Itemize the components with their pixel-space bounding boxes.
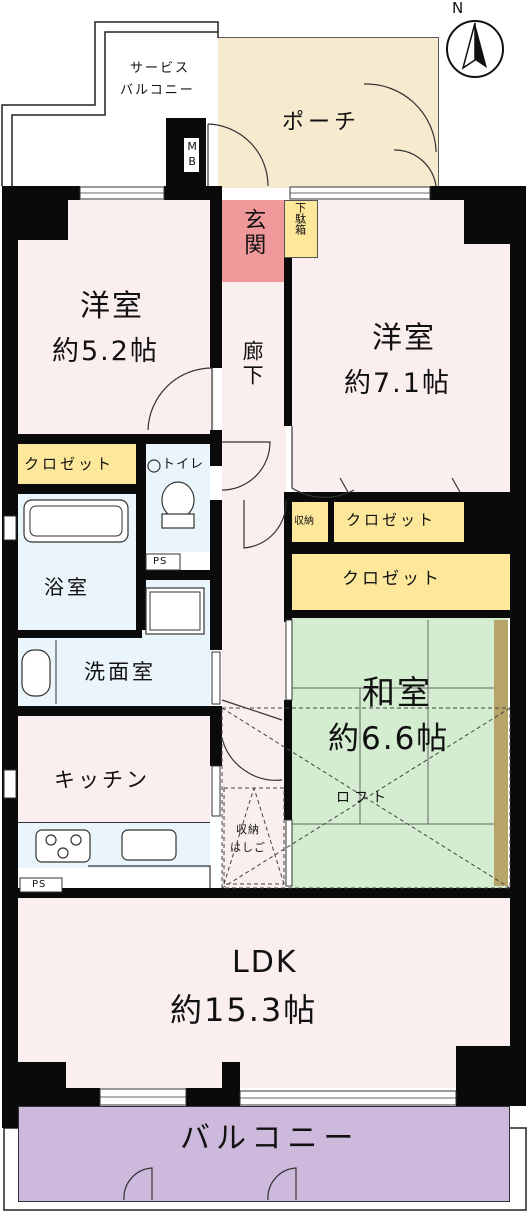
wall-top-mid [164, 186, 222, 200]
entrance-floor [222, 200, 284, 282]
shoe-box-label: 下駄箱 [293, 202, 307, 235]
hallway-label: 廊下 [240, 340, 265, 388]
porch-floor [218, 38, 438, 188]
wall-corridor-left-4 [210, 706, 222, 766]
wall-bottom-1 [66, 1088, 100, 1106]
bathroom-label: 浴室 [44, 575, 90, 599]
closet-1-floor [18, 444, 136, 484]
porch-label: ポーチ [282, 110, 361, 135]
wall-wash-bottom [18, 706, 222, 716]
wall-outer-right [510, 186, 526, 1106]
balcony-floor [18, 1106, 510, 1202]
wall-kitchen-bottom [18, 888, 222, 898]
wall-bottom-2 [186, 1088, 240, 1106]
closet-3-label: クロゼット [342, 569, 442, 589]
wall-toilet-bottom [136, 570, 212, 580]
service-balcony-label-2: バルコニー [120, 83, 195, 98]
shoe-box-floor [284, 200, 318, 258]
western-room-2-size: 約7.1帖 [344, 368, 451, 399]
entrance-label: 玄関 [240, 208, 266, 258]
wall-corner-tr [464, 200, 510, 244]
ps-label-1: PS [153, 556, 168, 567]
closet-1-label: クロゼット [24, 455, 115, 473]
ldk-floor [18, 898, 510, 1088]
ladder-label-2: はしご [230, 841, 266, 854]
western-room-2-floor [292, 200, 510, 492]
western-room-1-size: 約5.2帖 [52, 336, 159, 367]
wall-top-right [430, 186, 526, 200]
ldk-name: LDK [232, 945, 298, 980]
ladder-label-1: 収納 [236, 823, 260, 836]
closet-3-floor [292, 554, 510, 610]
kitchen-floor [18, 716, 210, 822]
japanese-room-size: 約6.6帖 [328, 721, 450, 757]
loft-label: ロフト [336, 790, 390, 806]
closet-2-label: クロゼット [346, 511, 437, 529]
storage-label: 収納 [294, 516, 314, 527]
wall-ldk-bl [2, 1062, 66, 1106]
service-balcony-label-1: サービス [130, 61, 191, 76]
wall-japanese-bottom [222, 888, 510, 898]
tatami-edge [494, 620, 508, 886]
kitchen-label: キッチン [54, 768, 150, 792]
wall-corridor-right-2 [284, 492, 292, 622]
wall-closet1-bottom [18, 484, 138, 494]
wall-closet2-bottom [284, 542, 510, 554]
wall-bed2-bottom [284, 492, 510, 502]
wall-outer-left [2, 186, 18, 1128]
wall-ldk-br [456, 1046, 526, 1106]
toilet-label: トイレ [162, 457, 205, 472]
ldk-lower-floor [66, 1066, 226, 1088]
wall-corridor-left [210, 200, 222, 368]
washroom-label: 洗面室 [84, 660, 156, 684]
western-room-1-name: 洋室 [80, 289, 144, 324]
north-compass-icon [446, 20, 504, 78]
wall-storage-divider [328, 502, 334, 542]
wall-bed1-bottom [18, 434, 222, 444]
wall-toilet-left [136, 444, 146, 630]
wall-closet2-right [464, 502, 510, 542]
hallway-floor [222, 282, 286, 888]
wall-top-left [2, 186, 80, 200]
wall-japanese-left [284, 700, 292, 820]
wall-corridor-left-3 [210, 500, 222, 650]
storage-small-floor [292, 502, 328, 542]
japanese-room-name: 和室 [362, 673, 432, 712]
wall-closet3-bottom [284, 610, 510, 618]
wall-bath-bottom [18, 630, 142, 638]
wall-corner-tl [18, 200, 68, 240]
japanese-room-floor [290, 618, 508, 888]
closet-2-floor [334, 502, 464, 542]
western-room-2-name: 洋室 [372, 321, 436, 356]
mb-label: MB [184, 138, 199, 172]
wall-corridor-right [284, 258, 292, 426]
compass-north-label: N [452, 0, 464, 17]
ldk-size: 約15.3帖 [170, 991, 318, 1029]
balcony-label: バルコニー [180, 1121, 360, 1156]
ps-label-2: PS [32, 879, 47, 890]
